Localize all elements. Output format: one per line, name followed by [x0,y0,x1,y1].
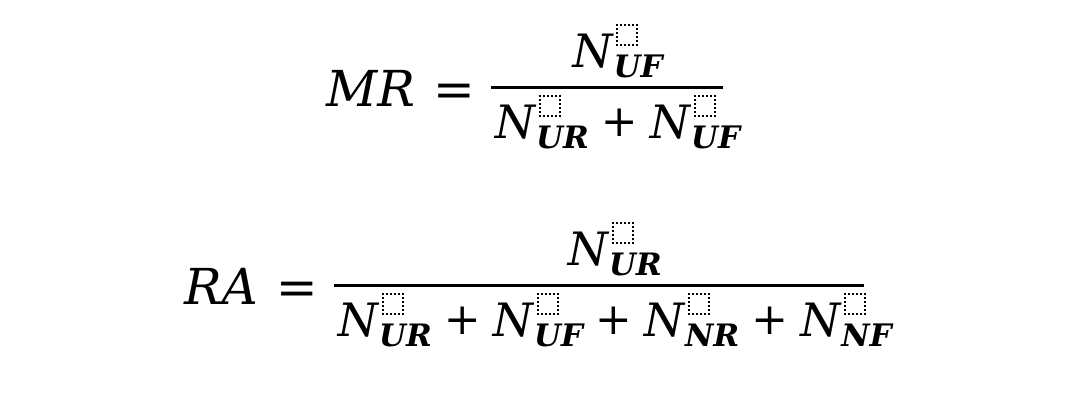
superscript-placeholder-icon [844,293,867,315]
mr-numerator: N UF [568,22,666,86]
n-symbol: N [800,293,841,347]
ra-label: RA [184,257,258,316]
term-n-nr: N NR [644,291,739,353]
superscript-placeholder-icon [536,293,559,315]
term-n-ur: N UR [568,220,662,282]
n-symbol: N [494,95,535,149]
superscript-placeholder-icon [616,24,639,46]
mr-fraction: N UF N UR + N UF [490,22,744,155]
subscript-uf: UF [533,318,583,354]
term-n-ur: N UR [338,291,432,353]
equals-sign: = [275,257,318,316]
subscript-ur: UR [536,120,589,156]
plus-operator: + [600,96,638,147]
ra-fraction: N UR N UR + N UF [333,220,896,353]
superscript-placeholder-icon [611,222,634,244]
subscript-uf: UF [613,49,663,85]
subscript-ur: UR [378,318,432,354]
ra-denominator: N UR + N UF + N NR [334,287,896,353]
term-n-uf: N UF [493,291,583,353]
fraction-bar [490,86,723,89]
mr-equation: MR = N UF N UR + N [326,22,744,155]
mr-label: MR [326,59,415,118]
n-symbol: N [572,24,613,78]
n-symbol: N [567,222,608,276]
mr-denominator: N UR + N UF [491,89,744,155]
subscript-nf: NF [841,318,892,354]
plus-operator: + [751,294,788,345]
subscript-uf: UF [690,120,740,156]
equals-sign: = [432,59,475,118]
superscript-placeholder-icon [693,95,716,117]
term-n-ur: N UR [495,93,589,155]
term-n-uf: N UF [650,93,740,155]
ra-numerator: N UR [564,220,666,284]
term-n-uf: N UF [572,22,663,85]
plus-operator: + [443,294,481,345]
plus-operator: + [594,294,632,345]
n-symbol: N [492,293,533,347]
fraction-bar [333,284,864,287]
subscript-nr: NR [685,318,740,354]
superscript-placeholder-icon [381,293,404,315]
n-symbol: N [649,95,690,149]
n-symbol: N [643,293,685,347]
superscript-placeholder-icon [539,95,561,117]
term-n-nf: N NF [800,291,892,353]
subscript-ur: UR [608,247,662,283]
n-symbol: N [337,293,378,347]
superscript-placeholder-icon [688,293,711,315]
ra-equation: RA = N UR N UR + N [184,220,896,353]
